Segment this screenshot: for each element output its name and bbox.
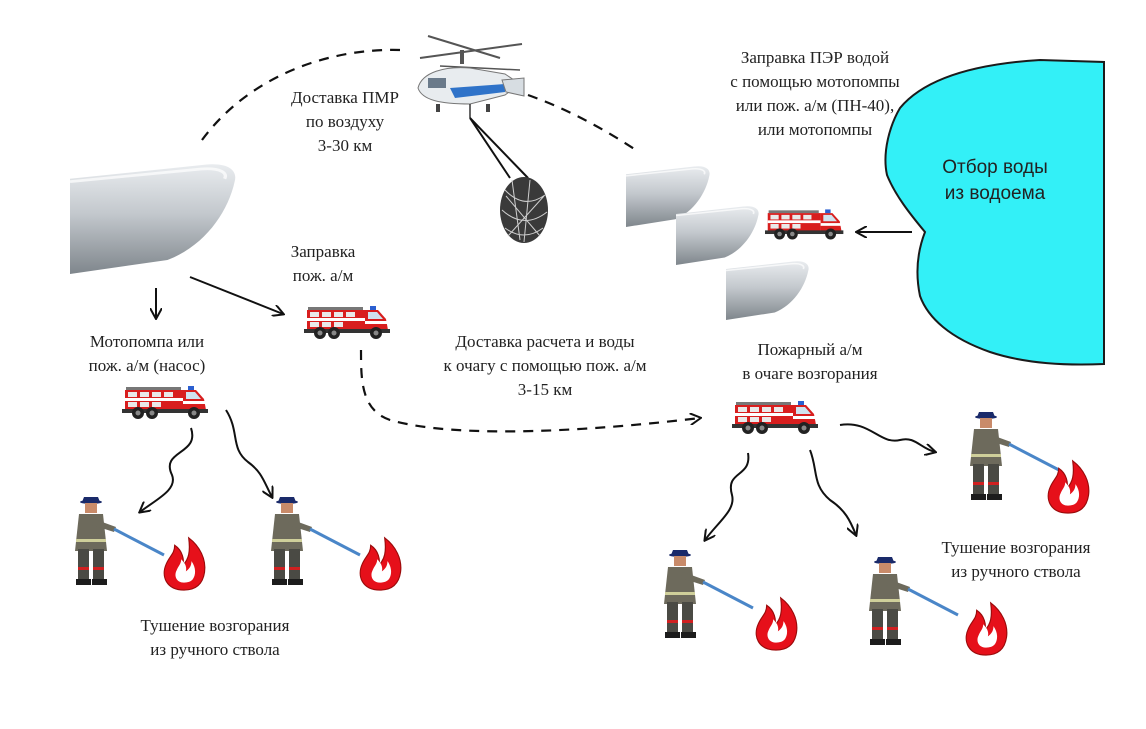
- arrow-pump-to-fighter-b: [225, 409, 272, 497]
- firefighter-icon: [968, 412, 1061, 502]
- arrow-fire-truck-to-fighter-a: [705, 452, 750, 540]
- firefighter-icon: [662, 550, 755, 640]
- fire-truck-icon: [765, 209, 844, 240]
- firefighter-icon: [269, 497, 362, 587]
- label-refill-truck: Заправка пож. а/м: [290, 242, 356, 285]
- water-bag-icon: [500, 177, 548, 243]
- firefighter-icon: [73, 497, 166, 587]
- pond-icon: [884, 58, 1105, 366]
- label-refill-per: Заправка ПЭР водой с помощью мотопомпы и…: [730, 48, 900, 139]
- arrow-pump-to-fighter-a: [140, 427, 194, 512]
- label-crew-delivery: Доставка расчета и воды к очагу с помощь…: [443, 332, 647, 399]
- label-extinguish-left: Тушение возгорания из ручного ствола: [140, 616, 290, 659]
- flame-icon: [163, 537, 206, 591]
- fire-truck-icon: [122, 386, 208, 419]
- fire-truck-icon: [304, 306, 390, 339]
- arrow-fire-truck-to-fighter-c: [839, 423, 935, 452]
- arrow-fire-truck-to-fighter-b: [809, 449, 856, 535]
- water-tank-icon: [726, 260, 810, 320]
- label-pump: Мотопомпа или пож. а/м (насос): [88, 332, 206, 375]
- water-tank-icon: [676, 205, 760, 265]
- air-route-line-right: [527, 93, 637, 151]
- flame-icon: [965, 602, 1008, 656]
- fire-truck-icon: [732, 401, 818, 434]
- label-truck-at-fire: Пожарный а/м в очаге возгорания: [742, 340, 878, 383]
- flame-icon: [755, 597, 798, 651]
- label-air-delivery: Доставка ПМР по воздуху 3-30 км: [291, 88, 399, 155]
- flame-icon: [359, 537, 402, 591]
- arrow-tank-to-truck: [189, 276, 283, 314]
- water-tank-icon: [70, 162, 237, 274]
- label-extinguish-right: Тушение возгорания из ручного ствола: [941, 538, 1091, 581]
- helicopter-icon: [417, 35, 525, 118]
- air-route-line: [201, 48, 401, 141]
- crew-route-line: [359, 349, 700, 433]
- label-water-intake: Отбор воды из водоема: [942, 157, 1048, 204]
